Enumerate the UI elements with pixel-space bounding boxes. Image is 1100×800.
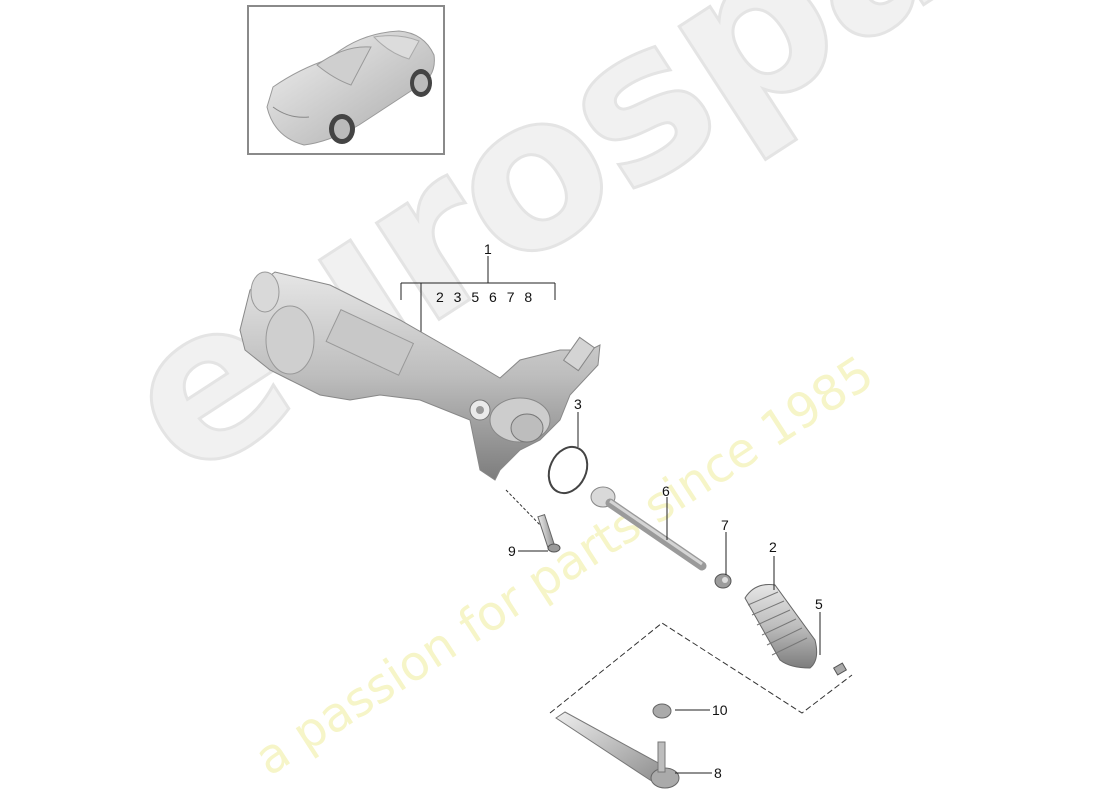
tie-rod [590,486,707,571]
callout-1[interactable]: 1 [484,241,492,257]
steering-gear-assembly [239,271,601,481]
callout-9[interactable]: 9 [508,543,516,559]
callout-6[interactable]: 6 [662,483,670,499]
callout-5[interactable]: 5 [815,596,823,612]
o-ring [547,445,589,495]
bellows-boot [744,556,848,676]
tie-rod-end [555,711,712,789]
callout-10[interactable]: 10 [712,702,728,718]
group-members-label: 2 3 5 6 7 8 [436,289,536,305]
dashed-group-outline [549,622,853,714]
car-thumbnail [247,5,445,155]
callout-8[interactable]: 8 [714,765,722,781]
flange-nut [652,703,710,719]
callout-2[interactable]: 2 [769,539,777,555]
callout-3[interactable]: 3 [574,396,582,412]
car-icon [266,30,435,146]
bolt [505,489,561,553]
nut [714,532,732,589]
callout-7[interactable]: 7 [721,517,729,533]
